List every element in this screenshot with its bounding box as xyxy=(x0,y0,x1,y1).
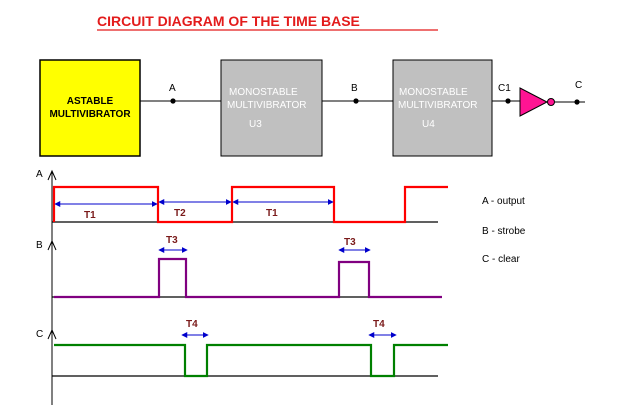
node-c-dot xyxy=(574,99,580,105)
t4-label-2: T4 xyxy=(373,319,385,330)
u4-line1: MONOSTABLE xyxy=(399,87,468,98)
u4-ref: U4 xyxy=(422,119,435,130)
inverter-icon xyxy=(519,87,549,117)
waveform-c xyxy=(54,343,448,378)
axis-b-arrow xyxy=(47,239,57,251)
u3-ref: U3 xyxy=(249,119,262,130)
t1-label-1: T1 xyxy=(84,210,96,221)
inverter-bubble xyxy=(547,98,555,106)
node-b-label: B xyxy=(351,83,358,94)
axis-a-label: A xyxy=(36,169,43,180)
t3-label-2: T3 xyxy=(344,237,356,248)
u3-line2: MULTIVIBRATOR xyxy=(227,100,306,111)
node-c-label: C xyxy=(575,80,582,91)
u4-line2: MULTIVIBRATOR xyxy=(398,100,477,111)
waveform-b xyxy=(54,257,442,299)
node-c1-dot xyxy=(505,98,511,104)
axis-a-arrow xyxy=(47,169,57,181)
node-b-dot xyxy=(353,98,359,104)
waveform-a xyxy=(52,185,448,224)
t3-label-1: T3 xyxy=(166,235,178,246)
axis-c-label: C xyxy=(36,329,43,340)
axis-c-arrow xyxy=(47,328,57,340)
astable-multivibrator-block: ASTABLE MULTIVIBRATOR xyxy=(39,59,141,157)
legend-c: C - clear xyxy=(482,254,520,265)
monostable-u3-block: MONOSTABLE MULTIVIBRATOR U3 xyxy=(220,59,323,157)
t4-label-1: T4 xyxy=(186,319,198,330)
u3-line1: MONOSTABLE xyxy=(229,87,298,98)
astable-line1: ASTABLE xyxy=(67,96,114,107)
legend-a: A - output xyxy=(482,196,525,207)
monostable-u4-block: MONOSTABLE MULTIVIBRATOR U4 xyxy=(392,59,493,157)
node-a-label: A xyxy=(169,83,176,94)
axis-b-label: B xyxy=(36,240,43,251)
t1-label-2: T1 xyxy=(266,208,278,219)
astable-line2: MULTIVIBRATOR xyxy=(49,109,131,120)
node-c1-label: C1 xyxy=(498,83,511,94)
diagram-title: CIRCUIT DIAGRAM OF THE TIME BASE xyxy=(97,13,360,29)
legend-b: B - strobe xyxy=(482,226,526,237)
t2-label: T2 xyxy=(174,208,186,219)
node-a-dot xyxy=(170,98,176,104)
